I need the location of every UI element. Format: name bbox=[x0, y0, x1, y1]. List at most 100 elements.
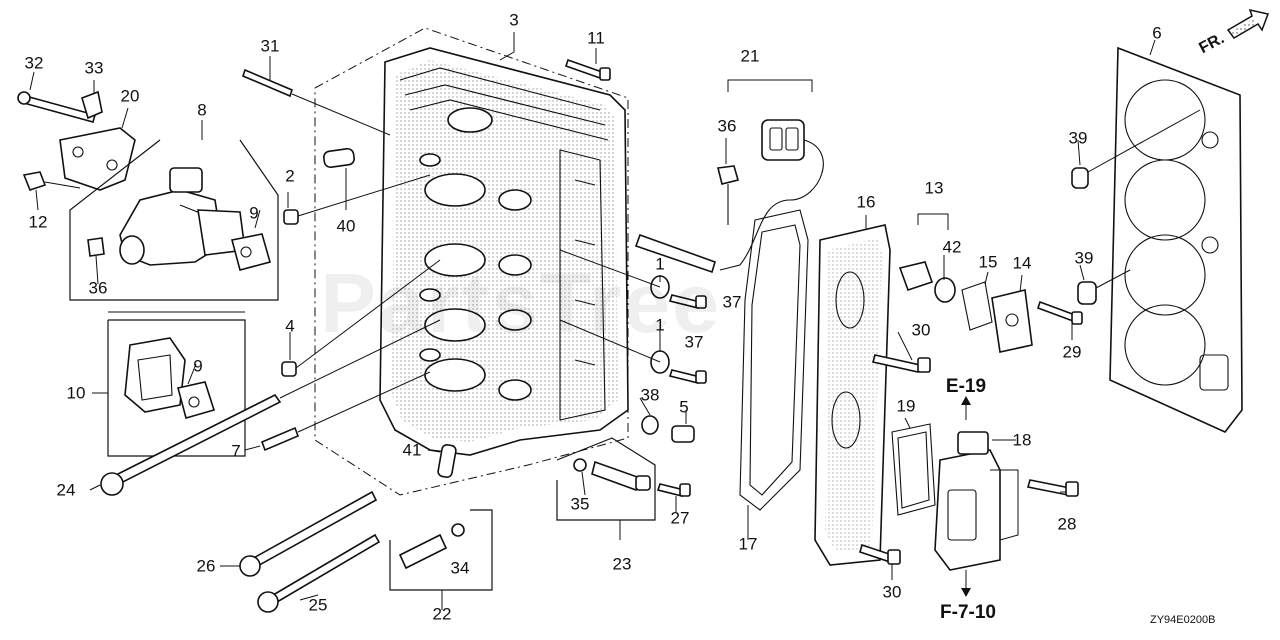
part-label-35: 35 bbox=[570, 494, 590, 514]
gasket-19 bbox=[891, 423, 936, 516]
part-label-39-upper: 39 bbox=[1068, 128, 1088, 148]
part-label-12: 12 bbox=[28, 212, 48, 232]
plug-5 bbox=[671, 425, 695, 443]
box-23 bbox=[556, 437, 656, 521]
part-label-32: 32 bbox=[24, 53, 44, 73]
part-label-5: 5 bbox=[679, 397, 689, 417]
part-label-18: 18 bbox=[1012, 430, 1032, 450]
gasket-9a bbox=[231, 233, 271, 271]
bracket-13 bbox=[917, 213, 949, 230]
exhaust-cover-16 bbox=[814, 215, 891, 566]
dowel-2 bbox=[283, 174, 431, 225]
part-label-15: 15 bbox=[978, 252, 998, 272]
sensor-34 bbox=[398, 523, 465, 570]
bolt-28 bbox=[1026, 479, 1079, 497]
part-label-9-upper: 9 bbox=[249, 203, 259, 223]
part-label-21: 21 bbox=[740, 46, 760, 66]
ref-f-7-10: F-7-10 bbox=[940, 602, 996, 623]
washer-38 bbox=[641, 415, 659, 435]
pin-39a bbox=[1071, 109, 1201, 189]
part-label-11: 11 bbox=[587, 28, 605, 48]
part-label-37-upper: 37 bbox=[722, 292, 742, 312]
bolt-25 bbox=[257, 533, 381, 613]
part-label-22: 22 bbox=[432, 604, 452, 624]
part-label-17: 17 bbox=[738, 534, 758, 554]
bracket-18 bbox=[990, 469, 1019, 541]
box-10 bbox=[107, 319, 246, 457]
bolt-30a bbox=[871, 354, 931, 373]
part-label-33: 33 bbox=[84, 58, 104, 78]
cover-14 bbox=[991, 289, 1033, 353]
part-label-19: 19 bbox=[896, 396, 916, 416]
part-label-31: 31 bbox=[260, 36, 280, 56]
part-label-2: 2 bbox=[285, 166, 295, 186]
bolt-32 bbox=[17, 71, 96, 123]
part-label-30-lower: 30 bbox=[882, 582, 902, 602]
part-label-13: 13 bbox=[924, 178, 944, 198]
ref-arrow-e19 bbox=[961, 396, 971, 420]
bracket-21 bbox=[727, 79, 813, 92]
watermark: PartsTree bbox=[320, 256, 721, 350]
bolt-24 bbox=[100, 319, 441, 496]
thermostat-42 bbox=[898, 261, 956, 303]
part-label-6: 6 bbox=[1152, 23, 1162, 43]
ignition-coil-21 bbox=[719, 119, 824, 271]
bolt-30b bbox=[859, 543, 901, 565]
part-label-8: 8 bbox=[197, 100, 207, 120]
part-label-3: 3 bbox=[509, 10, 519, 30]
bolt-37b bbox=[668, 369, 707, 384]
part-label-4: 4 bbox=[285, 316, 295, 336]
head-gasket-6 bbox=[1109, 39, 1243, 433]
part-label-9-lower: 9 bbox=[193, 356, 203, 376]
sensor-33 bbox=[81, 80, 103, 120]
ref-arrow-f710 bbox=[961, 570, 971, 597]
clip-36a bbox=[87, 237, 105, 285]
gasket-9b bbox=[177, 381, 216, 419]
part-label-38: 38 bbox=[640, 385, 660, 405]
part-label-42: 42 bbox=[942, 237, 962, 257]
spool-valve bbox=[119, 167, 246, 266]
bolt-11 bbox=[564, 48, 611, 81]
bracket-20 bbox=[59, 107, 136, 191]
box-22 bbox=[389, 509, 493, 591]
bolt-26 bbox=[239, 490, 378, 577]
box-8 bbox=[69, 139, 279, 301]
part-label-25: 25 bbox=[308, 595, 328, 615]
part-label-14: 14 bbox=[1012, 253, 1032, 273]
clip-36b bbox=[717, 165, 739, 225]
clip-12 bbox=[22, 171, 81, 211]
sensor-35 bbox=[573, 458, 651, 492]
cylinder-head bbox=[379, 47, 629, 456]
gasket-17 bbox=[739, 209, 809, 540]
front-direction-arrow bbox=[1226, 8, 1270, 39]
pin-41 bbox=[437, 444, 457, 478]
part-label-1-lower: 1 bbox=[655, 315, 665, 335]
seal-15 bbox=[961, 281, 993, 331]
part-label-41: 41 bbox=[402, 440, 422, 460]
bolt-27 bbox=[656, 483, 691, 497]
part-label-29: 29 bbox=[1062, 342, 1082, 362]
part-label-16: 16 bbox=[856, 192, 876, 212]
part-label-30-upper: 30 bbox=[911, 320, 931, 340]
ref-e-19: E-19 bbox=[945, 376, 987, 397]
part-label-7: 7 bbox=[231, 441, 241, 461]
part-label-28: 28 bbox=[1057, 514, 1077, 534]
solenoid-10 bbox=[124, 337, 186, 413]
part-label-26: 26 bbox=[196, 556, 216, 576]
part-label-27: 27 bbox=[670, 508, 690, 528]
part-label-34: 34 bbox=[450, 558, 470, 578]
part-label-10: 10 bbox=[66, 383, 86, 403]
part-label-23: 23 bbox=[612, 554, 632, 574]
pin-39b bbox=[1077, 269, 1131, 305]
spark-plug bbox=[634, 233, 716, 274]
part-label-24: 24 bbox=[56, 480, 76, 500]
part-label-40: 40 bbox=[336, 216, 356, 236]
part-label-36-lower: 36 bbox=[88, 278, 108, 298]
part-label-39-lower: 39 bbox=[1074, 248, 1094, 268]
washer-1a bbox=[559, 249, 670, 299]
bolt-29 bbox=[1036, 300, 1083, 325]
part-label-36-upper: 36 bbox=[717, 116, 737, 136]
dowel-4 bbox=[281, 259, 441, 377]
stud-7 bbox=[260, 371, 431, 452]
